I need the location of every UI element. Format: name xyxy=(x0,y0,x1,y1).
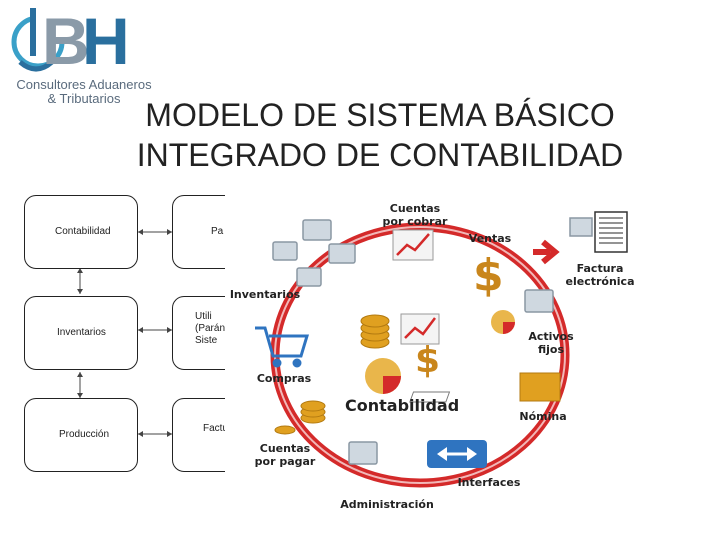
dollar-icon: $ xyxy=(473,250,504,301)
node-cuentas-por-cobrar: Cuentas por cobrar xyxy=(382,202,448,228)
interfaces-icon xyxy=(427,440,487,468)
coins-icon xyxy=(274,400,326,435)
cycle-graphic: $ xyxy=(225,190,645,520)
modules-block-diagram: Contabilidad Pa Inventarios Utili (Parán… xyxy=(20,190,254,480)
box-label: Producción xyxy=(59,429,110,440)
computer-icons xyxy=(272,219,356,287)
box-label: Inventarios xyxy=(57,327,106,338)
box-label: Utili (Parán Siste xyxy=(195,311,226,346)
box-contabilidad: Contabilidad xyxy=(24,195,138,269)
center-label: Contabilidad xyxy=(345,396,460,415)
connector-arrows xyxy=(77,229,172,437)
node-compras: Compras xyxy=(256,372,312,385)
node-cuentas-por-pagar: Cuentas por pagar xyxy=(254,442,316,468)
pie-chart-icon xyxy=(491,310,515,334)
accounting-cycle-diagram: $ xyxy=(225,190,645,520)
folder-icon xyxy=(409,372,561,403)
box-label: Factu xyxy=(203,423,229,434)
svg-text:$: $ xyxy=(473,250,504,301)
box-label: Contabilidad xyxy=(55,226,111,237)
monitor-icon xyxy=(348,441,378,465)
chart-icon xyxy=(392,229,434,261)
invoice-icon xyxy=(569,211,628,253)
logo-line-1: Consultores Aduaneros xyxy=(16,77,152,92)
node-inventarios: Inventarios xyxy=(229,288,301,301)
svg-text:H: H xyxy=(82,4,130,78)
node-administracion: Administración xyxy=(340,498,434,511)
page-title: MODELO DE SISTEMA BÁSICO INTEGRADO DE CO… xyxy=(100,95,660,175)
logo-line-2: & Tributarios xyxy=(47,91,121,106)
box-produccion: Producción xyxy=(24,398,138,472)
svg-text:$: $ xyxy=(415,340,440,381)
node-activos-fijos: Activos fijos xyxy=(528,330,574,356)
shopping-cart-icon xyxy=(255,326,310,368)
box-label: Pa xyxy=(211,226,224,237)
svg-text:B: B xyxy=(42,4,90,78)
node-factura-electronica: Factura electrónica xyxy=(565,262,635,288)
title-line-1: MODELO DE SISTEMA BÁSICO xyxy=(145,97,615,133)
arrow-right-icon xyxy=(533,239,560,265)
monitor-icon xyxy=(524,289,554,313)
node-interfaces: Interfaces xyxy=(457,476,521,489)
box-inventarios: Inventarios xyxy=(24,296,138,370)
logo-mark-icon: B H xyxy=(11,4,130,78)
title-line-2: INTEGRADO DE CONTABILIDAD xyxy=(136,137,624,173)
company-logo: B H Consultores Aduaneros & Tributarios xyxy=(0,0,170,112)
node-ventas: Ventas xyxy=(468,232,512,245)
center-accounting-icon: $ xyxy=(360,313,440,394)
node-nomina: Nómina xyxy=(519,410,567,423)
